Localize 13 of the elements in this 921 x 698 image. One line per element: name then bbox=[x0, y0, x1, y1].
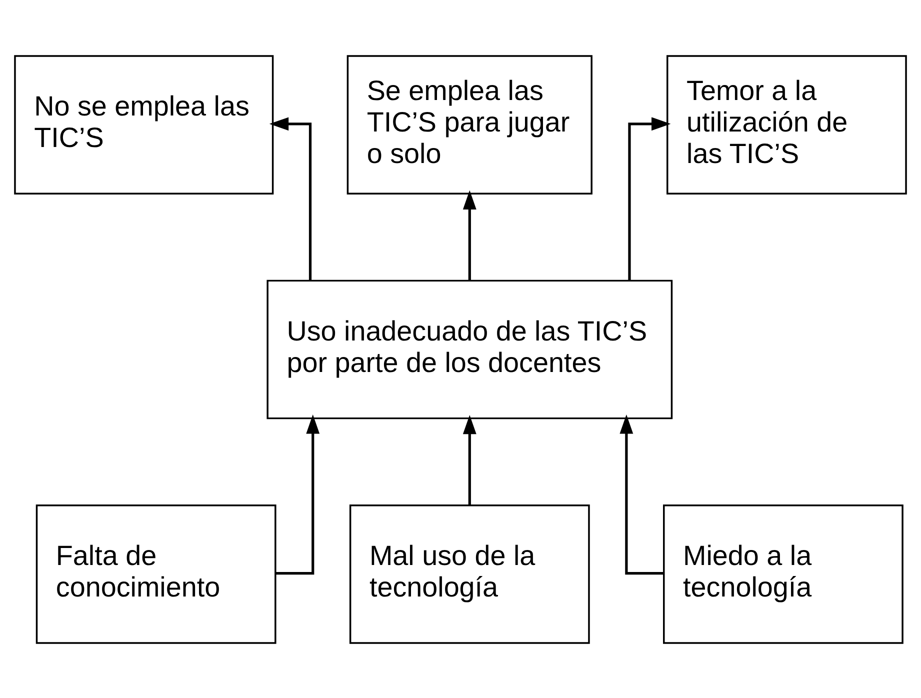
arrow bbox=[269, 116, 312, 280]
arrow bbox=[276, 414, 320, 574]
arrow bbox=[628, 116, 671, 280]
node-box: Mal uso de la tecnología bbox=[349, 504, 590, 644]
node-box: Falta de conocimiento bbox=[36, 504, 276, 644]
arrow bbox=[462, 190, 476, 280]
node-box: Uso inadecuado de las TIC’S por parte de los docentes bbox=[266, 279, 673, 419]
node-box: Temor a la utilización de las TIC’S bbox=[666, 54, 907, 194]
node-box: Miedo a la tecnología bbox=[663, 504, 904, 644]
arrow bbox=[462, 414, 476, 504]
arrow bbox=[620, 414, 664, 574]
node-box: Se emplea las TIC’S para jugar o solo bbox=[346, 54, 592, 194]
node-box: No se emplea las TIC’S bbox=[14, 54, 274, 194]
